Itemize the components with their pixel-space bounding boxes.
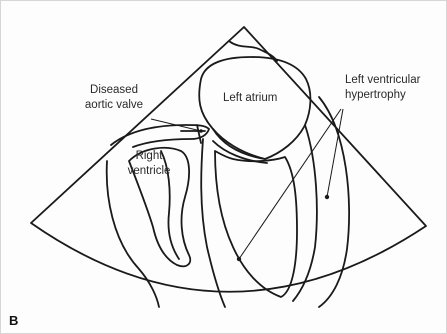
leader-line-lvh-2 [327, 109, 343, 197]
interventricular-septum [201, 139, 225, 307]
leader-line-lvh-1 [239, 109, 341, 259]
lv-posterior-wall-outer [319, 97, 349, 307]
label-diseased-line2: aortic valve [71, 98, 157, 113]
label-left-atrium: Left atrium [223, 91, 277, 106]
left-ventricle-cavity [215, 151, 297, 297]
label-lvh-line2: hypertrophy [345, 88, 420, 103]
panel-letter: B [9, 313, 18, 328]
label-lvh-line1: Left ventricular [345, 73, 420, 88]
label-diseased-line1: Diseased [71, 83, 157, 98]
mitral-junction-lines [213, 129, 267, 163]
marker-dot-diseased-valve [199, 129, 203, 133]
label-lv-hypertrophy: Left ventricular hypertrophy [345, 73, 420, 103]
label-right-ventricle: Right ventricle [119, 149, 179, 179]
label-diseased-aortic-valve: Diseased aortic valve [71, 83, 157, 113]
marker-dot-lvh-wall [325, 195, 329, 199]
marker-dot-lvh-cavity [237, 257, 241, 261]
aortic-root-outline [111, 125, 209, 147]
label-right-line1: Right [119, 149, 179, 164]
label-left-atrium-text: Left atrium [223, 92, 277, 104]
right-ventricle-outer-wall [107, 161, 159, 307]
label-right-line2: ventricle [119, 164, 179, 179]
ultrasound-sector-outline [31, 27, 426, 292]
